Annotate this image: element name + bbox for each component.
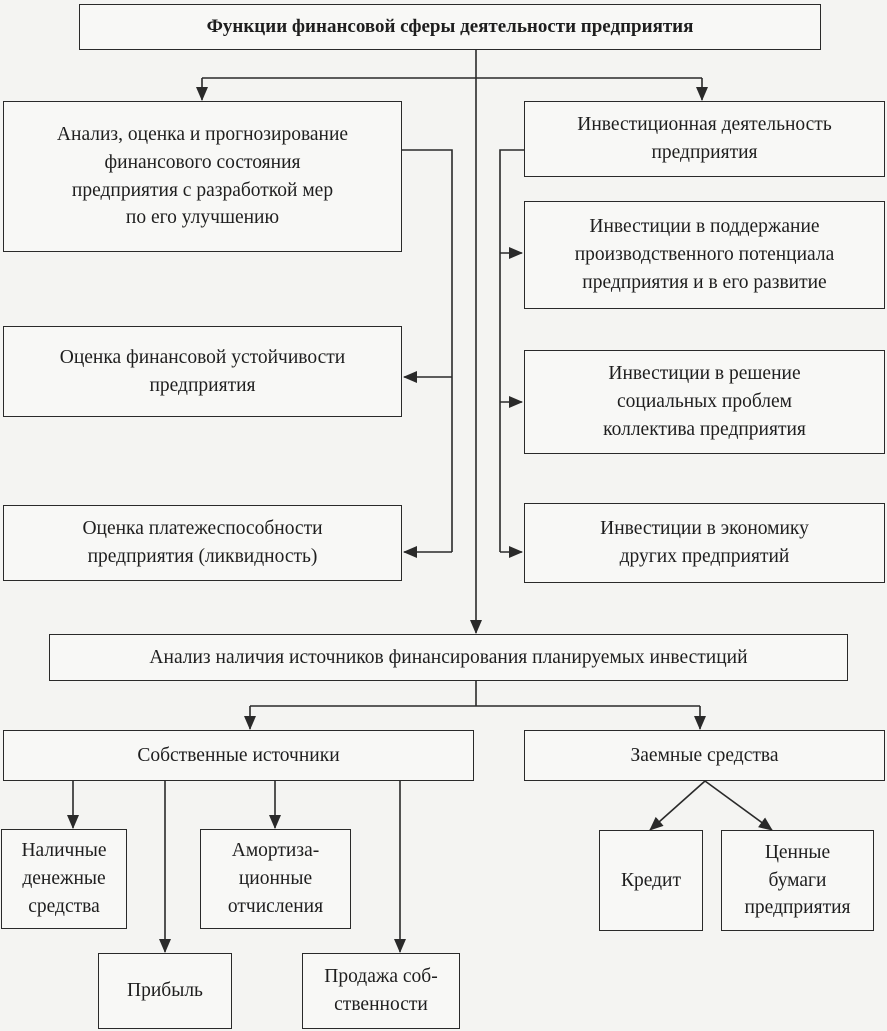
sources-analysis-label: Анализ наличия источников финансирования…	[149, 646, 748, 668]
social-problems-label: Инвестиции в решение социальных проблем …	[603, 363, 806, 440]
credit-box: Кредит	[599, 830, 703, 931]
cash-box: Наличные денежные средства	[1, 829, 127, 929]
production-potential-label: Инвестиции в поддержание производственно…	[574, 216, 835, 293]
functions-title: Функции финансовой сферы деятельности пр…	[206, 15, 694, 37]
borrowed-sources-box: Заемные средства	[524, 730, 885, 781]
arrow-to-securities	[704, 780, 773, 831]
amortization-box: Амортиза- ционные отчисления	[200, 829, 351, 929]
solvency-label: Оценка платежеспособности предприятия (л…	[82, 518, 323, 567]
investment-activity-label: Инвестиционная деятельность предприятия	[577, 114, 832, 163]
left-bracket-line	[402, 149, 453, 552]
own-sources-box: Собственные источники	[3, 730, 474, 781]
solvency-box: Оценка платежеспособности предприятия (л…	[3, 505, 402, 581]
property-sale-box: Продажа соб- ственности	[302, 953, 460, 1029]
social-problems-box: Инвестиции в решение социальных проблем …	[524, 350, 885, 454]
securities-label: Ценные бумаги предприятия	[744, 841, 851, 919]
securities-box: Ценные бумаги предприятия	[721, 830, 874, 931]
borrowed-sources-label: Заемные средства	[630, 744, 779, 766]
arrow-to-credit	[649, 780, 706, 831]
cash-label: Наличные денежные средства	[21, 840, 107, 917]
credit-label: Кредит	[620, 869, 682, 891]
production-potential-box: Инвестиции в поддержание производственно…	[524, 201, 885, 309]
functions-title-box: Функции финансовой сферы деятельности пр…	[79, 4, 821, 50]
other-enterprises-label: Инвестиции в экономику других предприяти…	[600, 518, 809, 567]
own-sources-label: Собственные источники	[137, 744, 340, 766]
investment-activity-box: Инвестиционная деятельность предприятия	[524, 101, 885, 177]
profit-label: Прибыль	[127, 980, 203, 1002]
right-bracket-line	[499, 149, 524, 552]
financial-stability-label: Оценка финансовой устойчивости предприят…	[59, 346, 346, 396]
amortization-label: Амортиза- ционные отчисления	[227, 840, 324, 917]
financial-stability-box: Оценка финансовой устойчивости предприят…	[3, 326, 402, 417]
sources-analysis-box: Анализ наличия источников финансирования…	[49, 634, 848, 681]
profit-box: Прибыль	[98, 953, 232, 1029]
property-sale-label: Продажа соб- ственности	[324, 966, 438, 1015]
analysis-forecast-label: Анализ, оценка и прогнозирование финансо…	[56, 124, 349, 229]
analysis-forecast-box: Анализ, оценка и прогнозирование финансо…	[3, 101, 402, 252]
other-enterprises-box: Инвестиции в экономику других предприяти…	[524, 503, 885, 583]
